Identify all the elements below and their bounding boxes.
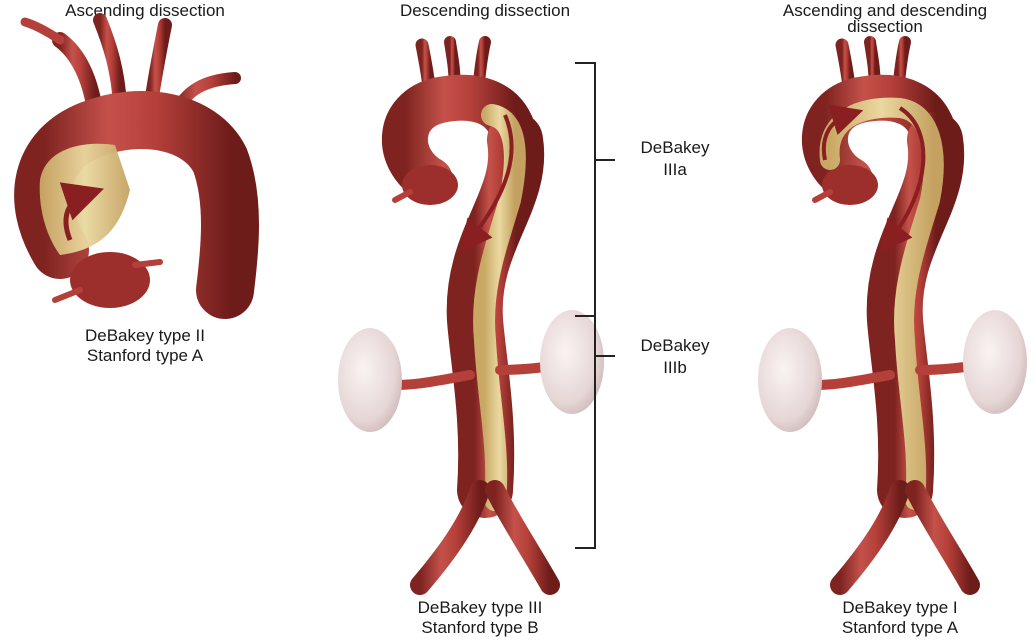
panel3-caption-line1: DeBakey type I bbox=[842, 598, 958, 617]
bracket-iiia-label-line2: IIIa bbox=[663, 160, 687, 179]
panel2-aorta bbox=[338, 36, 604, 595]
panel1-aorta bbox=[14, 13, 259, 319]
bracket-iiib-label-line1: DeBakey bbox=[640, 336, 710, 355]
panel1-title: Ascending dissection bbox=[65, 1, 225, 20]
bracket-iiia bbox=[575, 62, 615, 317]
panel1-caption-line1: DeBakey type II bbox=[84, 326, 205, 345]
panel3-title-line2: dissection bbox=[847, 17, 923, 36]
panel3-caption-line2: Stanford type A bbox=[841, 618, 959, 637]
panel2-caption-line1: DeBakey type III bbox=[417, 598, 543, 617]
panel2-caption-line2: Stanford type B bbox=[421, 618, 539, 637]
panel1-caption-line2: Stanford type A bbox=[86, 346, 204, 365]
panel2-title: Descending dissection bbox=[399, 1, 571, 20]
bracket-iiia-label-line1: DeBakey bbox=[640, 138, 710, 157]
bracket-iiib-label-line2: IIIb bbox=[663, 358, 687, 377]
bracket-iiib bbox=[575, 316, 615, 549]
panel3-aorta bbox=[758, 36, 1027, 595]
panel3-title-line1: Ascending and descending bbox=[782, 1, 988, 20]
